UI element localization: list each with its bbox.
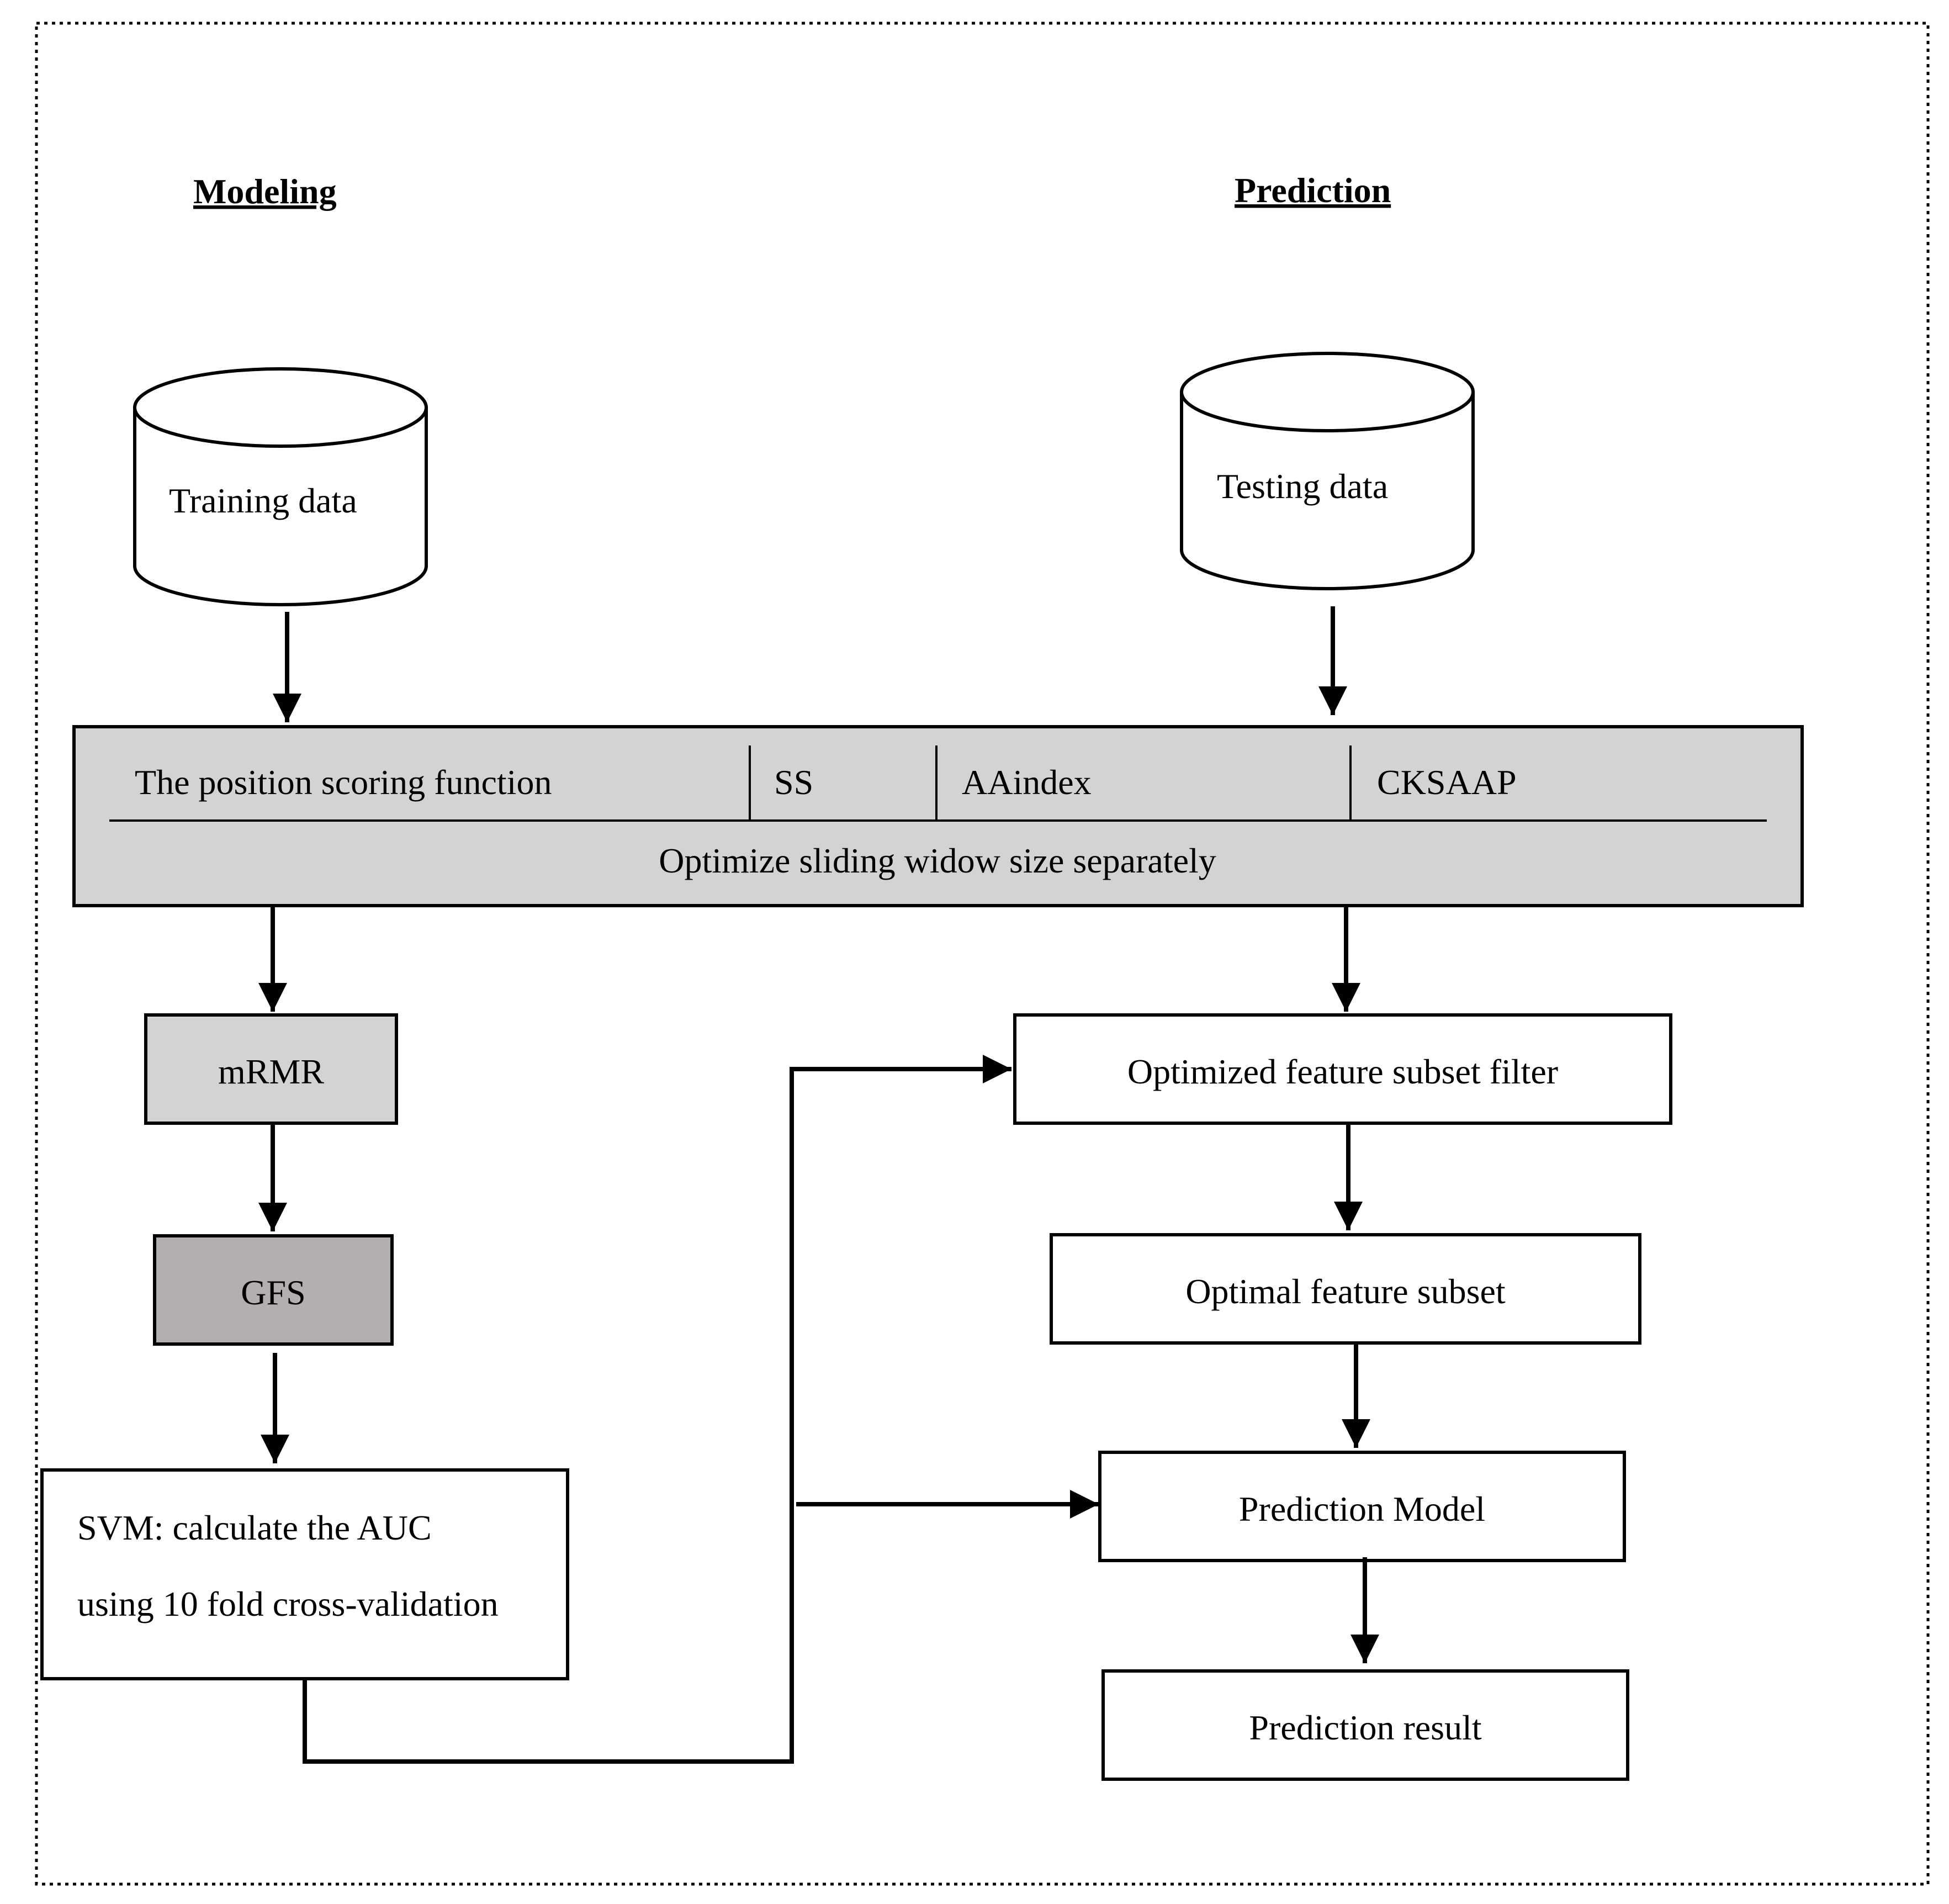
filter-box — [1013, 1013, 1672, 1125]
outer-frame — [35, 22, 1930, 1886]
prediction-result-box — [1101, 1669, 1629, 1781]
connector-svm-to-filter — [303, 1055, 1011, 1764]
prediction-result-label: Prediction result — [1249, 1708, 1481, 1747]
feature-position-scoring: The position scoring function — [135, 763, 552, 802]
heading-prediction: Prediction — [1235, 171, 1391, 210]
feature-encoding-panel: The position scoring function SS AAindex… — [72, 725, 1804, 907]
feature-cksaap: CKSAAP — [1377, 763, 1517, 802]
svm-box — [40, 1468, 569, 1680]
svm-label-line2: using 10 fold cross-validation — [77, 1584, 499, 1623]
panel-note: Optimize sliding widow size separately — [659, 841, 1216, 880]
prediction-model-box — [1098, 1451, 1626, 1562]
feature-ss: SS — [774, 763, 813, 802]
mrmr-box — [144, 1013, 398, 1125]
prediction-model-label: Prediction Model — [1239, 1489, 1485, 1529]
optimal-subset-label: Optimal feature subset — [1185, 1272, 1506, 1311]
feature-aaindex: AAindex — [962, 763, 1092, 802]
filter-label: Optimized feature subset filter — [1127, 1052, 1558, 1091]
optimal-subset-box — [1050, 1233, 1641, 1345]
training-data-label: Training data — [169, 481, 357, 520]
gfs-box — [153, 1234, 394, 1346]
mrmr-label: mRMR — [218, 1052, 324, 1091]
testing-data-cylinder: Testing data — [1180, 352, 1475, 590]
svm-label-line1: SVM: calculate the AUC — [77, 1508, 432, 1547]
heading-modeling: Modeling — [193, 172, 337, 211]
testing-data-label: Testing data — [1217, 467, 1388, 506]
gfs-label: GFS — [241, 1273, 305, 1312]
training-data-cylinder: Training data — [133, 367, 428, 606]
